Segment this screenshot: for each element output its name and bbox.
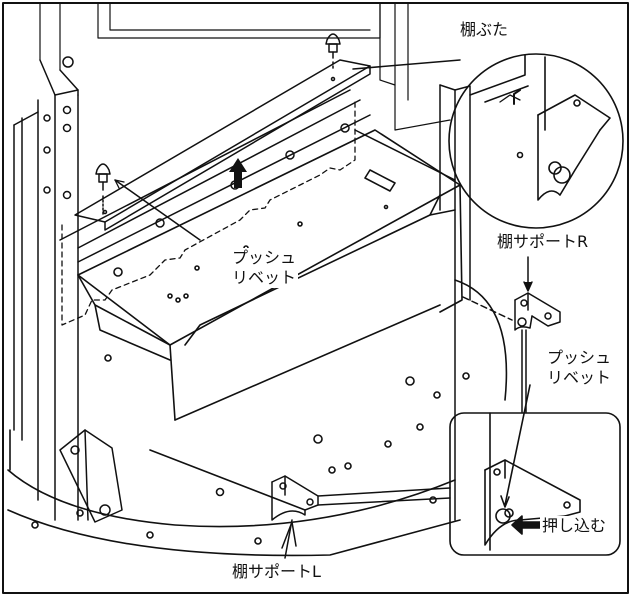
leader-push-rivet xyxy=(114,179,201,241)
label-push-rivet-detail: プッシュ リベット xyxy=(545,348,614,388)
cabinet-rear-panel xyxy=(39,3,451,131)
shelf-plate-outline xyxy=(61,99,356,326)
lift-arrow xyxy=(229,158,247,188)
detail-box xyxy=(449,384,621,556)
detail-connector xyxy=(317,329,527,506)
label-shelf-support-r: 棚サポートR xyxy=(495,232,591,252)
shelf-rail xyxy=(59,89,456,263)
foot-bracket xyxy=(59,429,123,523)
base-plate xyxy=(7,279,508,557)
left-pillar xyxy=(13,56,79,521)
leader-shelf-lid xyxy=(352,59,461,70)
shelf-support-l xyxy=(271,475,319,559)
label-shelf-lid: 棚ぶた xyxy=(458,20,511,40)
shelf-support-r xyxy=(462,256,561,331)
label-push-rivet-main: プッシュ リベット xyxy=(230,248,299,288)
electronics-box xyxy=(77,129,463,421)
detail-circle xyxy=(448,53,624,229)
label-shelf-support-l: 棚サポートL xyxy=(230,562,323,582)
label-press-in: 押し込む xyxy=(540,516,609,536)
figure-frame xyxy=(2,2,629,594)
right-pillar xyxy=(439,84,471,521)
push-rivet-top xyxy=(325,33,341,71)
push-rivet-left xyxy=(95,163,111,215)
